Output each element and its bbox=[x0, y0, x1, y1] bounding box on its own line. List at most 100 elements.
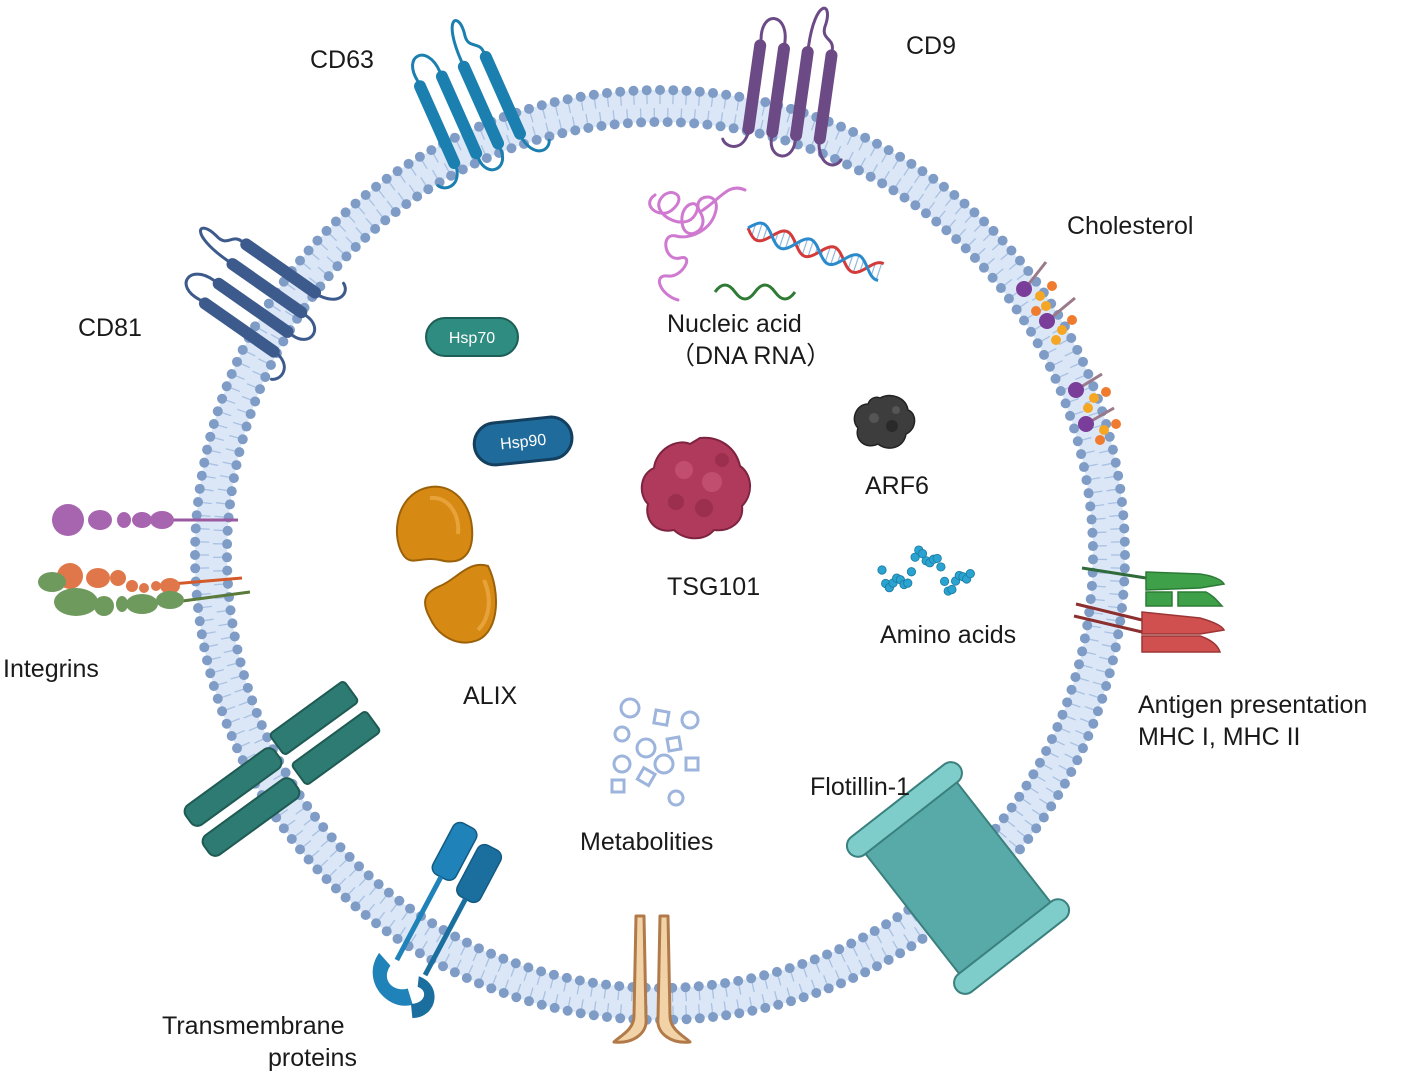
lipid-head bbox=[228, 473, 239, 484]
metabolites bbox=[610, 697, 700, 807]
lipid-head bbox=[1081, 475, 1092, 486]
lipid-head bbox=[321, 874, 332, 885]
lipid-head bbox=[759, 970, 770, 981]
lipid-head bbox=[872, 138, 883, 149]
transmembrane-helix bbox=[414, 80, 461, 170]
tsg101-label: TSG101 bbox=[667, 573, 760, 601]
lipid-head bbox=[895, 151, 906, 162]
lipid-head bbox=[917, 933, 928, 944]
lipid-head bbox=[906, 158, 917, 169]
lipid-head bbox=[523, 996, 534, 1007]
transmembrane-helix bbox=[435, 70, 483, 160]
lipid-head bbox=[212, 693, 223, 704]
lipid-head bbox=[498, 953, 509, 964]
lipid-head bbox=[202, 655, 213, 666]
lipid-head bbox=[302, 800, 313, 811]
lipid-head bbox=[734, 1008, 745, 1019]
lipid-head bbox=[1115, 483, 1126, 494]
lipid-head bbox=[797, 958, 808, 969]
lipid-head bbox=[1087, 527, 1098, 538]
lipid-head bbox=[224, 499, 235, 510]
lipid-head bbox=[1032, 338, 1043, 349]
lipid-head bbox=[473, 943, 484, 954]
lipid-head bbox=[247, 695, 258, 706]
lipid-head bbox=[1077, 356, 1088, 367]
lipid-head bbox=[205, 431, 216, 442]
tsg101-protein bbox=[640, 436, 751, 540]
lipid-head bbox=[312, 235, 323, 246]
amino-acid-residue bbox=[906, 567, 917, 577]
lipid-head bbox=[708, 1011, 719, 1022]
cholesterol-label: Cholesterol bbox=[1067, 212, 1193, 240]
nucleic-acid-label: Nucleic acid bbox=[667, 310, 802, 338]
lipid-head bbox=[1107, 655, 1118, 666]
metabolities-label: Metabolities bbox=[580, 828, 713, 856]
lipid-head bbox=[865, 171, 876, 182]
lipid-head bbox=[848, 972, 859, 983]
lipid-head bbox=[280, 767, 291, 778]
lipid-head bbox=[1065, 410, 1076, 421]
lipid-head bbox=[1014, 255, 1025, 266]
transmembrane-helix bbox=[766, 42, 790, 138]
lipid-head bbox=[360, 232, 371, 243]
transmembrane-helix bbox=[240, 238, 322, 299]
lipid-head bbox=[694, 86, 705, 97]
lipid-head bbox=[303, 854, 314, 865]
lipid-head bbox=[511, 992, 522, 1003]
lipid-head bbox=[809, 954, 820, 965]
lipid-head bbox=[190, 563, 201, 574]
lipid-head bbox=[381, 173, 392, 184]
lipid-head bbox=[196, 470, 207, 481]
cd9-protein bbox=[721, 6, 843, 167]
lipid-head bbox=[232, 743, 243, 754]
lipid-head bbox=[1066, 767, 1077, 778]
lipid-head bbox=[1003, 293, 1014, 304]
lipid-head bbox=[773, 999, 784, 1010]
mhc-molecules bbox=[1073, 566, 1226, 653]
lipid-head bbox=[1115, 616, 1126, 627]
base-pair bbox=[824, 246, 831, 263]
lipid-head bbox=[326, 832, 337, 843]
base-pair bbox=[778, 230, 786, 248]
lipid-head bbox=[931, 216, 942, 227]
transmembrane-helix bbox=[742, 39, 767, 135]
lipid-head bbox=[596, 120, 607, 131]
lipid-head bbox=[255, 384, 266, 395]
lipid-head bbox=[235, 657, 246, 668]
lipid-head bbox=[1101, 681, 1112, 692]
lipid-head bbox=[401, 199, 412, 210]
lipid-head bbox=[1119, 576, 1130, 587]
alix-label: ALIX bbox=[463, 682, 518, 710]
lipid-head bbox=[190, 550, 200, 560]
lipid-head bbox=[394, 895, 405, 906]
lipid-head bbox=[321, 225, 332, 236]
lipid-head bbox=[721, 89, 732, 100]
lipid-head bbox=[1084, 607, 1095, 618]
lipid-head bbox=[1088, 718, 1099, 729]
amino-acid-residue bbox=[877, 565, 887, 575]
lipid-head bbox=[196, 629, 207, 640]
lipid-head bbox=[221, 381, 232, 392]
hsp70-protein: Hsp70 bbox=[425, 317, 519, 357]
lipid-head bbox=[615, 86, 626, 97]
lipid-head bbox=[702, 119, 713, 130]
lipid-head bbox=[449, 967, 460, 978]
lipid-head bbox=[1116, 603, 1127, 614]
transmembrane-helix bbox=[212, 277, 294, 338]
lipid-head bbox=[969, 207, 980, 218]
amino-acid-residue bbox=[932, 553, 942, 564]
lipid-head bbox=[959, 198, 970, 209]
lipid-head bbox=[1038, 349, 1049, 360]
lipid-head bbox=[706, 979, 717, 990]
lipid-head bbox=[681, 85, 692, 96]
lipid-head bbox=[237, 344, 248, 355]
base-pair bbox=[807, 240, 814, 257]
lipid-head bbox=[231, 460, 242, 471]
lipid-head bbox=[1066, 684, 1077, 695]
lipid-head bbox=[227, 618, 238, 629]
lipid-head bbox=[969, 252, 980, 263]
lipid-head bbox=[232, 356, 243, 367]
lipid-head bbox=[350, 901, 361, 912]
lipid-head bbox=[241, 421, 252, 432]
lipid-head bbox=[242, 682, 253, 693]
